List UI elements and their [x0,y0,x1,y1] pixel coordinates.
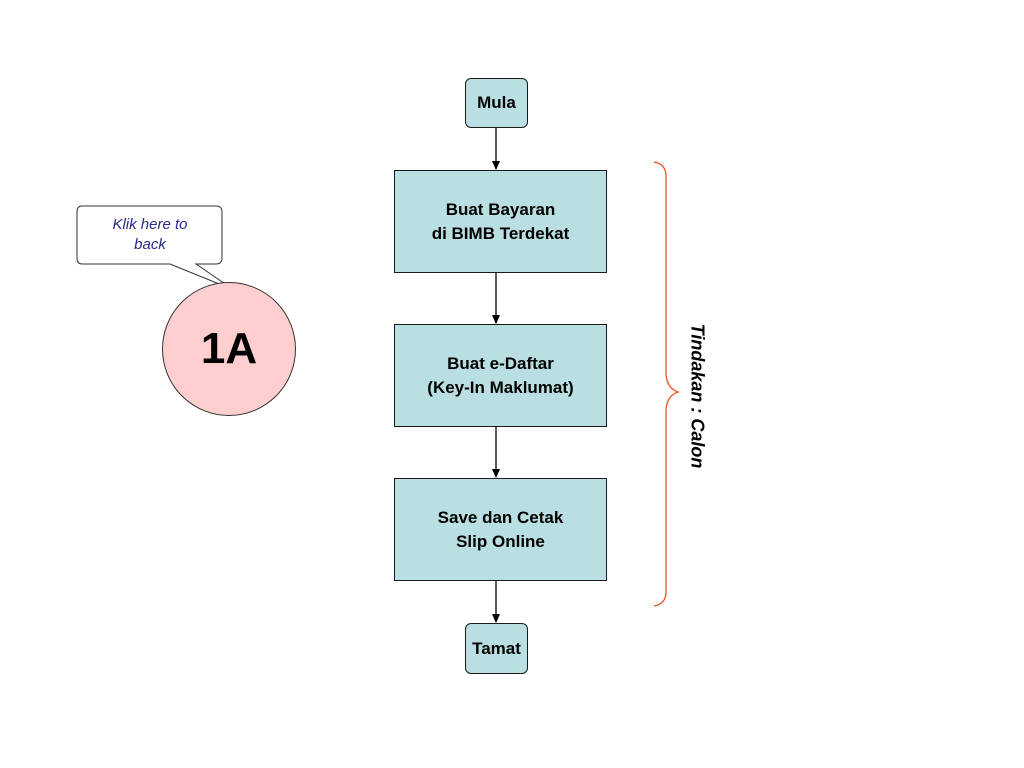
step-save-print-slip: Save dan Cetak Slip Online [394,478,607,581]
actor-brace [653,161,681,607]
start-node-label: Mula [477,93,516,112]
step-make-payment: Buat Bayaran di BIMB Terdekat [394,170,607,273]
step-e-register: Buat e-Daftar (Key-In Maklumat) [394,324,607,427]
end-node: Tamat [465,623,528,674]
step-make-payment-label: Buat Bayaran di BIMB Terdekat [431,199,570,243]
actor-label: Tindakan : Calon [687,323,708,469]
back-link-circle[interactable]: 1A [162,282,296,416]
step-e-register-label: Buat e-Daftar (Key-In Maklumat) [427,353,574,397]
start-node: Mula [465,78,528,128]
callout-bubble[interactable] [76,205,235,291]
end-node-label: Tamat [472,638,521,658]
back-callout-text[interactable]: Klik here to back [112,216,188,253]
step-save-print-slip-label: Save dan Cetak Slip Online [437,507,564,551]
